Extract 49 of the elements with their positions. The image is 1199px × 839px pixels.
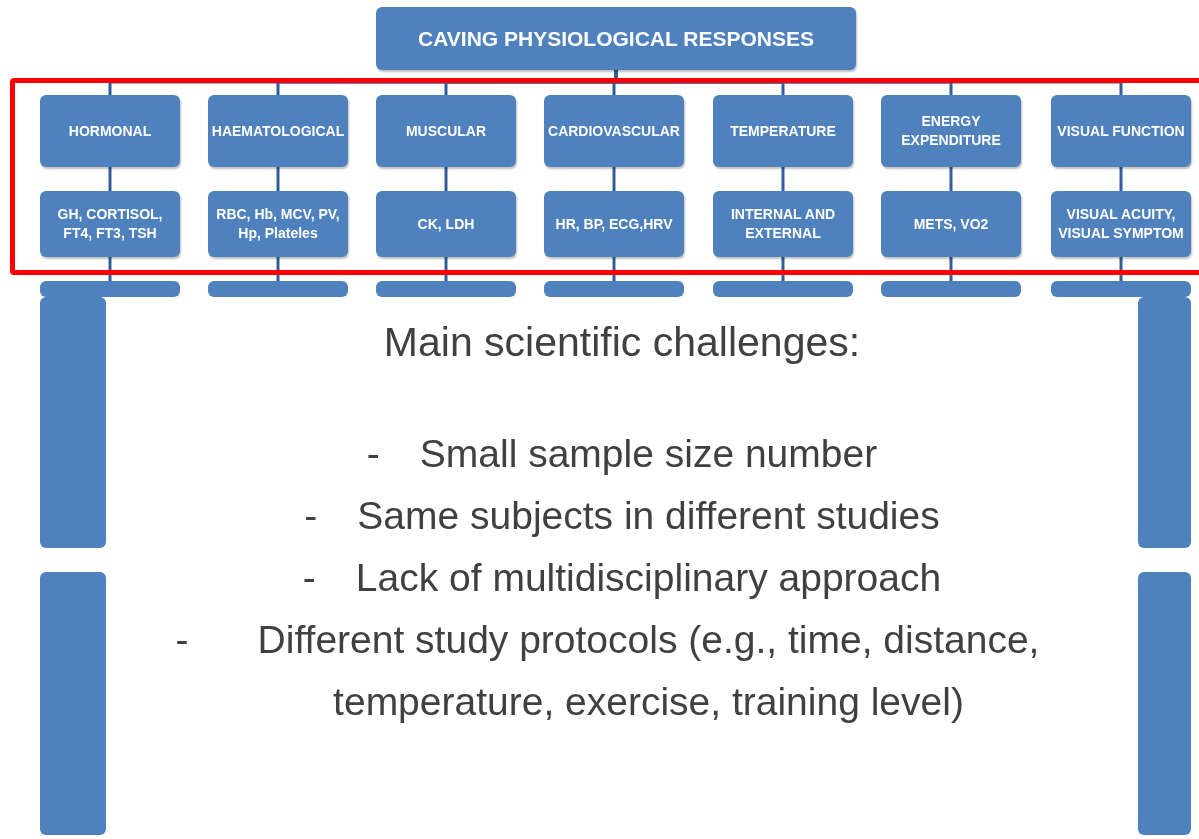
- info-box: [376, 281, 516, 297]
- category-box: RBC, Hb, MCV, PV, Hp, Plateles: [208, 191, 348, 257]
- category-box: CARDIOVASCULAR: [544, 95, 684, 167]
- category-box: METS, VO2: [881, 191, 1021, 257]
- connector-line: [612, 257, 616, 281]
- category-box: GH, CORTISOL, FT4, FT3, TSH: [40, 191, 180, 257]
- category-box: HORMONAL: [40, 95, 180, 167]
- category-box: VISUAL FUNCTION: [1051, 95, 1191, 167]
- info-box: [40, 297, 106, 548]
- list-item: Same subjects in different studies: [357, 493, 940, 539]
- panel-heading: Main scientific challenges:: [383, 318, 861, 367]
- connector-line: [781, 257, 785, 281]
- connector-line: [781, 167, 785, 191]
- bullet-dash: -: [302, 555, 316, 601]
- info-box: [713, 281, 853, 297]
- info-box: [1138, 297, 1191, 548]
- category-box: ENERGY EXPENDITURE: [881, 95, 1021, 167]
- connector-line: [276, 167, 280, 191]
- category-box: INTERNAL AND EXTERNAL: [713, 191, 853, 257]
- bullet-dash: -: [175, 617, 189, 663]
- list-item: Lack of multidisciplinary approach: [355, 555, 942, 601]
- connector-line: [1119, 257, 1123, 281]
- list-item: Different study protocols (e.g., time, distance, temperature, exercise, training level): [256, 617, 1041, 725]
- connector-line: [949, 257, 953, 281]
- connector-line: [108, 257, 112, 281]
- info-box: [544, 281, 684, 297]
- bullet-dash: -: [304, 493, 318, 539]
- info-box: [40, 281, 180, 297]
- category-box: CK, LDH: [376, 191, 516, 257]
- connector-line: [276, 257, 280, 281]
- category-box: HAEMATOLOGICAL: [208, 95, 348, 167]
- category-box: VISUAL ACUITY, VISUAL SYMPTOM: [1051, 191, 1191, 257]
- connector-line: [1119, 167, 1123, 191]
- list-item: Small sample size number: [419, 431, 878, 477]
- connector-line: [444, 167, 448, 191]
- connector-line: [949, 167, 953, 191]
- info-box: [208, 281, 348, 297]
- info-box: [1051, 281, 1191, 297]
- category-box: HR, BP, ECG,HRV: [544, 191, 684, 257]
- bullet-dash: -: [366, 431, 380, 477]
- info-box: [881, 281, 1021, 297]
- title-box: CAVING PHYSIOLOGICAL RESPONSES: [376, 7, 856, 70]
- connector-line: [444, 257, 448, 281]
- category-box: MUSCULAR: [376, 95, 516, 167]
- category-box: TEMPERATURE: [713, 95, 853, 167]
- connector-line: [108, 167, 112, 191]
- info-box: [40, 572, 106, 835]
- info-box: [1138, 572, 1191, 835]
- connector-line: [612, 167, 616, 191]
